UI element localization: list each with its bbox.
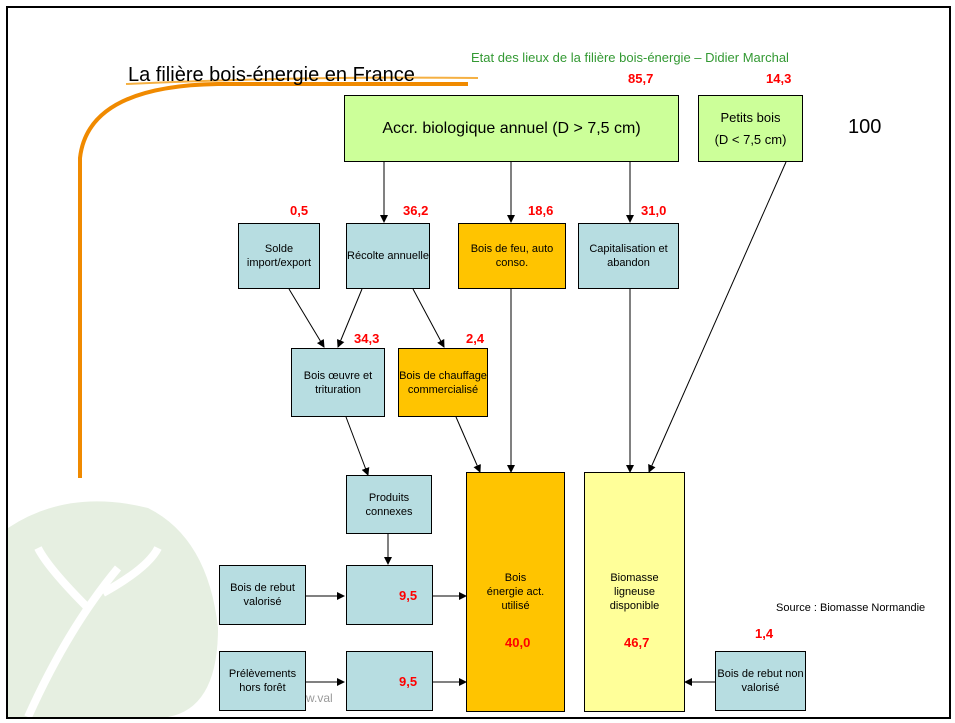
value-accr: 85,7 — [628, 71, 654, 86]
node-biomasse: Biomasse ligneuse disponible — [584, 472, 685, 712]
arrow-oeuvre-produits — [345, 416, 370, 476]
node-capitalisation: Capitalisation et abandon — [578, 223, 679, 289]
value-energie: 40,0 — [505, 635, 531, 650]
node-petits-line1: Petits bois — [720, 109, 781, 125]
arrow-chauffage-energie — [455, 416, 481, 473]
node-mid-1 — [346, 565, 433, 625]
node-bois-energie: Bois énergie act. utilisé — [466, 472, 565, 712]
node-prelevements: Prélèvements hors forêt — [219, 651, 306, 711]
node-solde: Solde import/export — [238, 223, 320, 289]
leaf-shape — [8, 501, 218, 717]
node-recolte-label: Récolte annuelle — [347, 250, 429, 262]
value-chauffage: 2,4 — [466, 331, 485, 346]
node-recolte: Récolte annuelle — [346, 223, 430, 289]
decoration-svg — [8, 76, 479, 717]
node-accr-label: Accr. biologique annuel (D > 7,5 cm) — [382, 119, 641, 137]
arrow-solde-oeuvre — [288, 288, 325, 348]
node-rebutval-label: Bois de rebut valorisé — [230, 582, 295, 608]
node-solde-label: Solde import/export — [246, 243, 312, 269]
arrow-petits-biomasse — [648, 161, 787, 473]
node-bois-chauffage: Bois de chauffage commercialisé — [398, 348, 488, 417]
node-petits-line2: (D < 7,5 cm) — [714, 131, 787, 147]
node-produits-connexes: Produits connexes — [346, 475, 432, 534]
node-accr-biologique: Accr. biologique annuel (D > 7,5 cm) — [344, 95, 679, 162]
value-total: 100 — [848, 116, 882, 138]
node-prelev-label: Prélèvements hors forêt — [228, 668, 297, 694]
value-capital: 31,0 — [641, 203, 667, 218]
value-oeuvre: 34,3 — [354, 331, 380, 346]
orange-swoosh — [78, 82, 468, 478]
value-biomasse: 46,7 — [624, 635, 650, 650]
value-mid2: 9,5 — [399, 674, 418, 689]
value-petits: 14,3 — [766, 71, 792, 86]
orange-swoosh-thin — [125, 76, 479, 85]
node-oeuvre-label: Bois œuvre et trituration — [303, 369, 373, 396]
node-rebut-non-valorise: Bois de rebut non valorisé — [715, 651, 806, 711]
node-petits-bois: Petits bois (D < 7,5 cm) — [698, 95, 803, 162]
value-mid1: 9,5 — [399, 588, 418, 603]
leaf-veins — [24, 546, 162, 717]
node-biomasse-label: Biomasse ligneuse disponible — [609, 572, 660, 612]
node-mid-2 — [346, 651, 433, 711]
arrow-recolte-chauffage — [412, 288, 445, 348]
node-rebut-valorise: Bois de rebut valorisé — [219, 565, 306, 625]
source-note: Source : Biomasse Normandie — [776, 602, 926, 614]
arrow-recolte-oeuvre — [336, 288, 363, 348]
node-chauffage-label: Bois de chauffage commercialisé — [399, 369, 487, 396]
node-bois-feu: Bois de feu, auto conso. — [458, 223, 566, 289]
value-recolte: 36,2 — [403, 203, 429, 218]
node-produits-label: Produits connexes — [365, 491, 413, 518]
value-boisfeu: 18,6 — [528, 203, 554, 218]
connectors-svg — [288, 161, 787, 686]
value-solde: 0,5 — [290, 203, 309, 218]
slide-header: Etat des lieux de la filière bois-énergi… — [471, 50, 789, 65]
node-rebutnonval-label: Bois de rebut non valorisé — [717, 668, 804, 694]
slide-frame: La filière bois-énergie en France Etat d… — [6, 6, 951, 719]
node-capital-label: Capitalisation et abandon — [589, 243, 668, 269]
watermark-text: w.val — [306, 691, 333, 705]
node-boisfeu-label: Bois de feu, auto conso. — [470, 243, 554, 269]
value-rebut-nonval: 1,4 — [755, 626, 774, 641]
slide-title: La filière bois-énergie en France — [128, 64, 415, 86]
node-energie-label: Bois énergie act. utilisé — [486, 572, 545, 612]
node-bois-oeuvre: Bois œuvre et trituration — [291, 348, 385, 417]
